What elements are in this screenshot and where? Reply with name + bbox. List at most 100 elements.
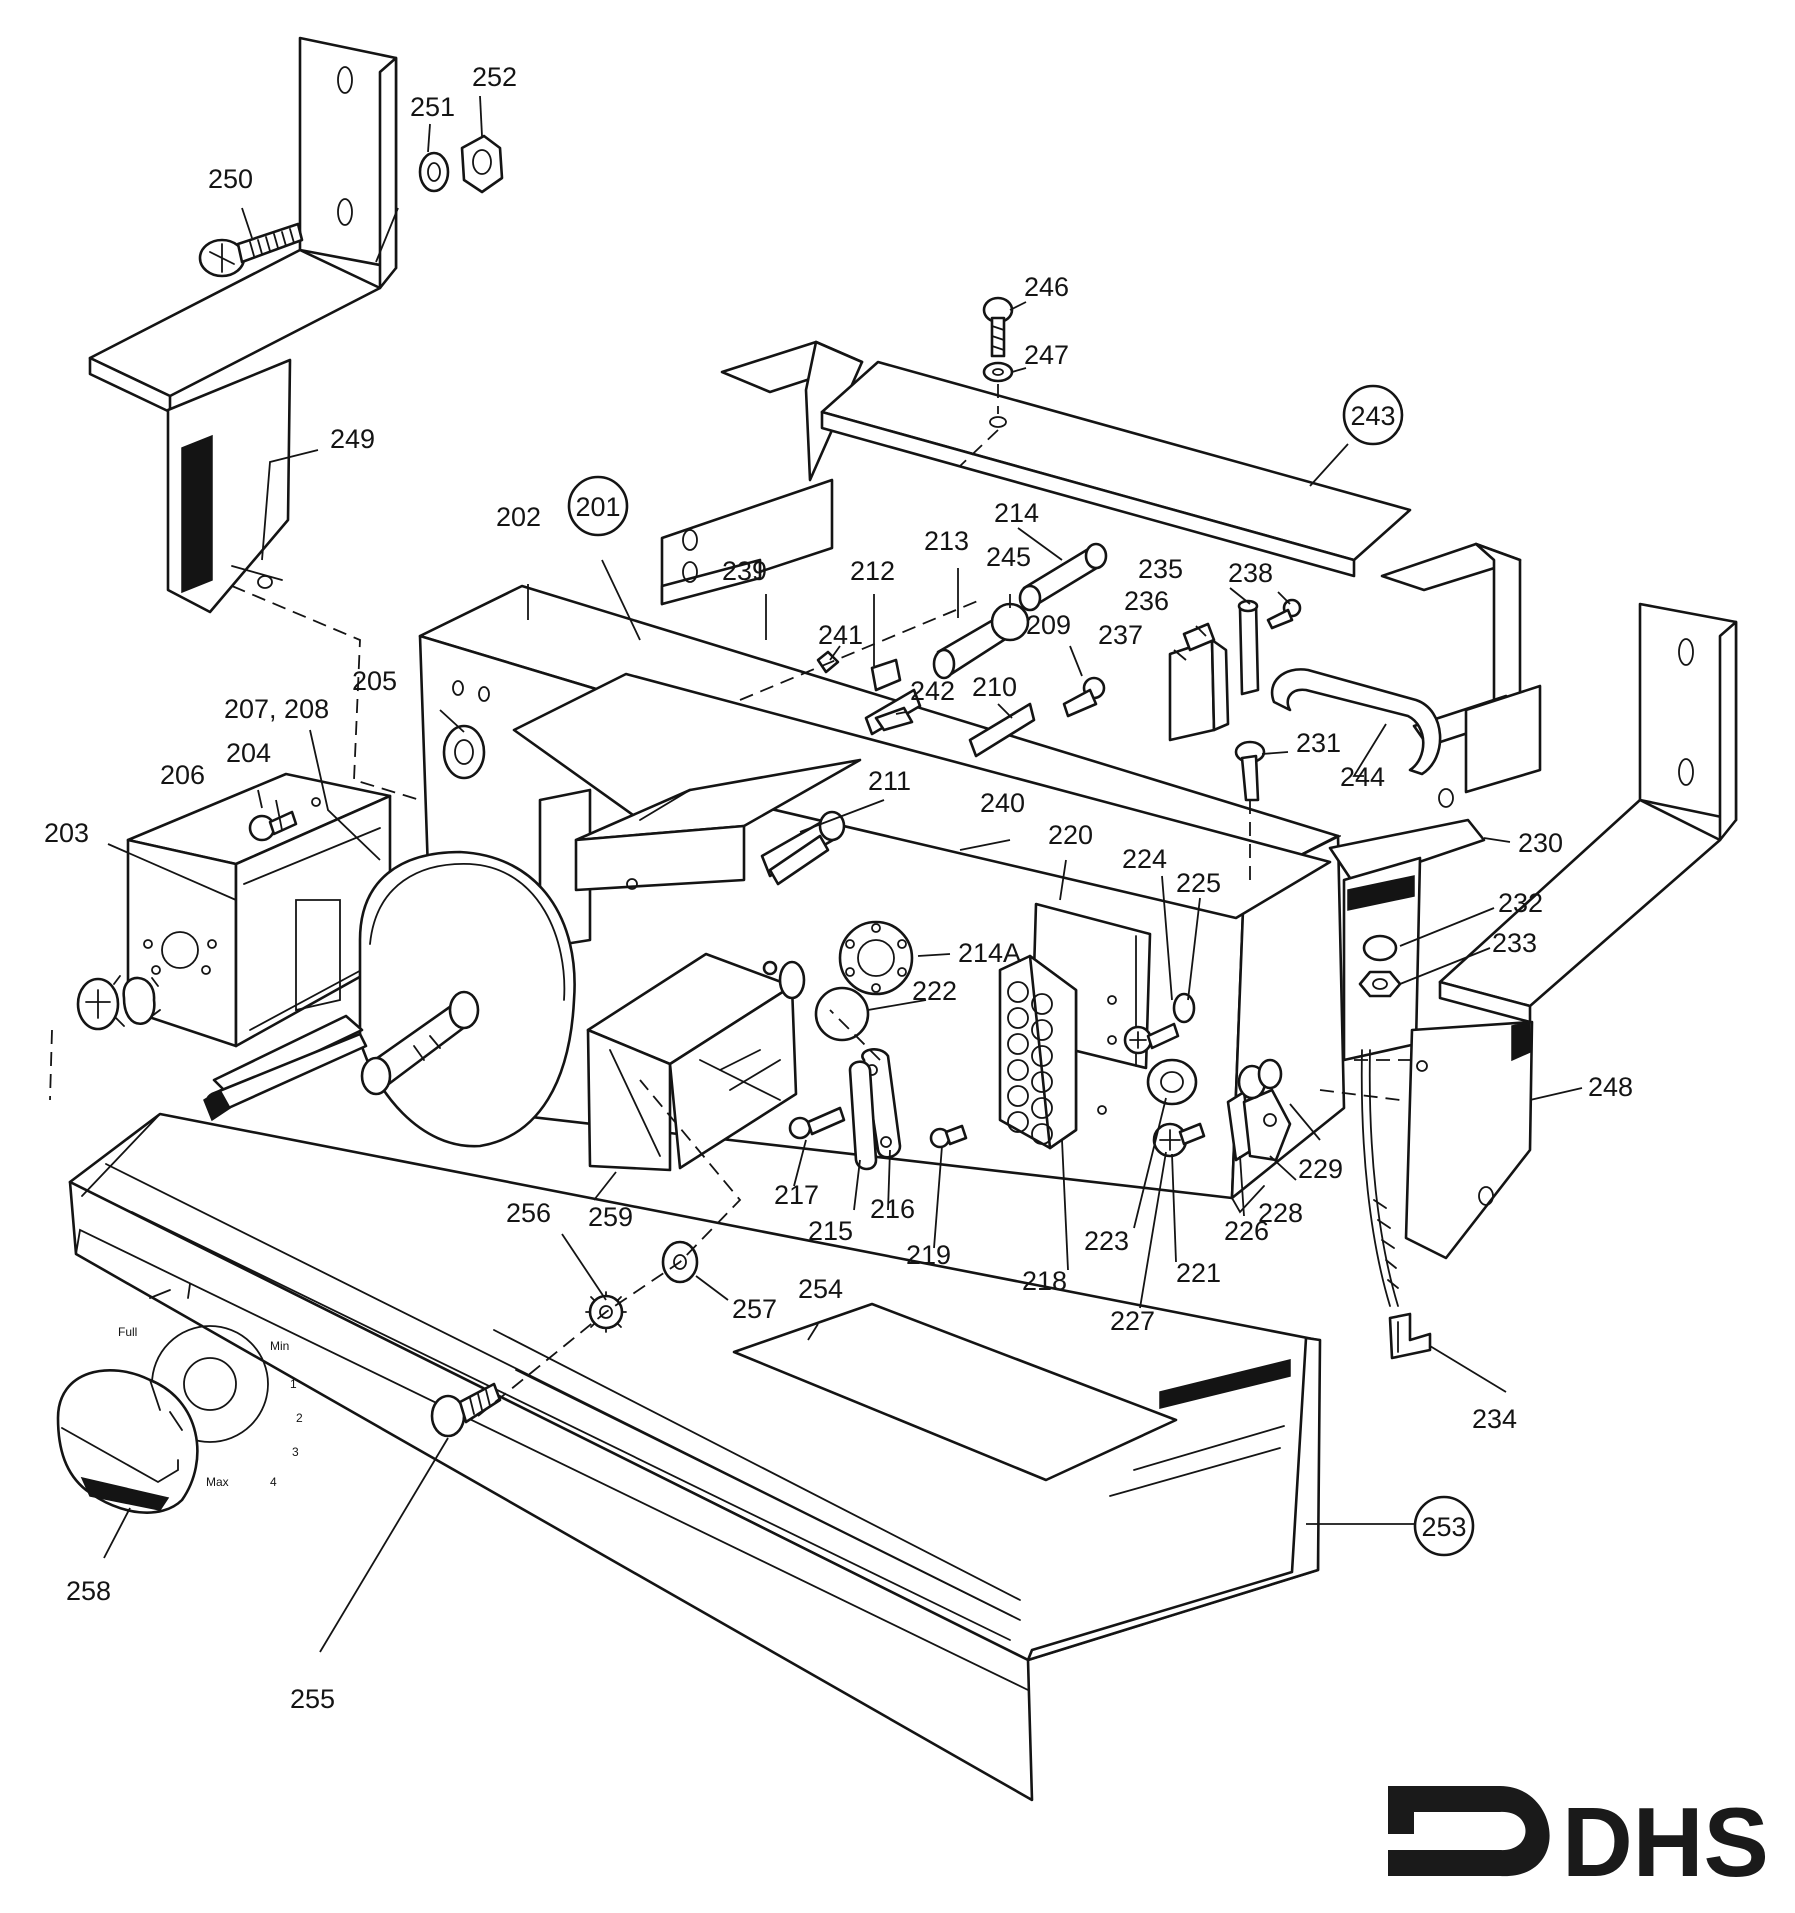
callout-218: 218 [1022, 1266, 1067, 1296]
panel-label-3: 3 [292, 1445, 299, 1459]
callout-209: 209 [1026, 610, 1071, 640]
control-knob-258 [56, 1368, 199, 1514]
callout-ring-253 [1413, 1495, 1475, 1557]
lock-washer-251 [418, 151, 450, 193]
screw-246 [982, 296, 1014, 358]
callout-240: 240 [980, 788, 1025, 818]
callout-202: 202 [496, 502, 541, 532]
callout-223: 223 [1084, 1226, 1129, 1256]
leader-lines [103, 95, 1583, 1653]
callout-238: 238 [1228, 558, 1273, 588]
callout-257: 257 [732, 1294, 777, 1324]
nut-252 [460, 134, 504, 194]
dhs-logo-mark-bottom-bar [1388, 1850, 1500, 1876]
callout-213: 213 [924, 526, 969, 556]
rear-cover-243 [660, 340, 1542, 808]
callout-246: 246 [1024, 272, 1069, 302]
callout-253: 253 [1421, 1512, 1466, 1542]
callout-234: 234 [1472, 1404, 1517, 1434]
callout-210: 210 [972, 672, 1017, 702]
screw-224 [1123, 1022, 1180, 1055]
washer-225 [1172, 992, 1196, 1024]
top-plate-211 [512, 672, 1332, 920]
panel-label-1: 1 [290, 1377, 297, 1391]
lamp-222 [814, 986, 870, 1042]
cable [1360, 1049, 1399, 1307]
thermostat-bracket-203 [126, 772, 392, 1048]
callout-205: 205 [352, 666, 397, 696]
callout-259: 259 [588, 1202, 633, 1232]
rod-213 [932, 602, 1030, 680]
callout-237: 237 [1098, 620, 1143, 650]
washer-247 [982, 361, 1014, 383]
screw-219 [929, 1124, 968, 1149]
callout-207-208: 207, 208 [224, 694, 329, 724]
panel-label-max: Max [206, 1475, 229, 1489]
callout-206: 206 [160, 760, 205, 790]
rod-212 [870, 658, 902, 692]
callout-231: 231 [1296, 728, 1341, 758]
callout-230: 230 [1518, 828, 1563, 858]
callout-217: 217 [774, 1180, 819, 1210]
assembly-lines [49, 384, 1412, 1417]
panel-label-min: Min [270, 1339, 289, 1353]
dhs-logo-mark-stem [1388, 1812, 1414, 1834]
hole-247 [989, 416, 1007, 428]
mounting-bracket-right [1404, 602, 1738, 1260]
callout-252: 252 [472, 62, 517, 92]
connector-234 [1388, 1312, 1432, 1360]
callout-256: 256 [506, 1198, 551, 1228]
callout-232: 232 [1498, 888, 1543, 918]
callout-250: 250 [208, 164, 253, 194]
dhs-logo-mark-top-bar [1388, 1786, 1500, 1812]
callout-228: 228 [1258, 1198, 1303, 1228]
callout-225: 225 [1176, 868, 1221, 898]
dhs-logo-text: DHS [1562, 1787, 1769, 1897]
screw-255 [430, 1382, 502, 1438]
rod-214 [1018, 542, 1108, 612]
front-panel-253: Full Min 1 2 3 4 Max [68, 1112, 1322, 1802]
nut-203 [76, 975, 161, 1031]
callouts: 252 251 250 249 246 247 243 201 202 214 … [44, 62, 1633, 1714]
panel-label-full: Full [118, 1325, 137, 1339]
callout-236: 236 [1124, 586, 1169, 616]
callout-245: 245 [986, 542, 1031, 572]
link-216 [861, 1048, 902, 1159]
mounting-bracket-left [88, 36, 398, 614]
callout-247: 247 [1024, 340, 1069, 370]
callout-214a: 214A [958, 938, 1021, 968]
screw-217 [788, 1106, 846, 1140]
callout-201: 201 [575, 492, 620, 522]
callout-222: 222 [912, 976, 957, 1006]
clip-241 [816, 650, 840, 674]
callout-233: 233 [1492, 928, 1537, 958]
callout-254: 254 [798, 1274, 843, 1304]
panel-label-4: 4 [270, 1475, 277, 1489]
terminal-block-218 [998, 954, 1078, 1150]
callout-211: 211 [868, 766, 911, 796]
callout-241: 241 [818, 620, 863, 650]
nut-233 [1358, 970, 1402, 998]
callout-226: 226 [1224, 1216, 1269, 1246]
callout-258: 258 [66, 1576, 111, 1606]
stud-209 [1062, 676, 1106, 718]
dhs-logo-mark-arc [1500, 1786, 1550, 1877]
callout-235: 235 [1138, 554, 1183, 584]
dhs-logo: DHS [1388, 1786, 1769, 1897]
callout-215: 215 [808, 1216, 853, 1246]
callout-248: 248 [1588, 1072, 1633, 1102]
bushing-229 [1237, 1058, 1283, 1100]
fuse-holder-237 [1168, 622, 1230, 742]
callout-ring-201 [567, 475, 629, 537]
socket-214a [838, 920, 914, 996]
callout-ring-243 [1342, 384, 1404, 446]
bolt-250 [198, 222, 304, 278]
bracket-230 [1328, 818, 1486, 1062]
callout-255: 255 [290, 1684, 335, 1714]
dial-plate-207-208 [203, 850, 576, 1148]
callout-242: 242 [910, 676, 955, 706]
callout-214: 214 [994, 498, 1039, 528]
cover-plate-254 [733, 1303, 873, 1353]
callout-251: 251 [410, 92, 455, 122]
